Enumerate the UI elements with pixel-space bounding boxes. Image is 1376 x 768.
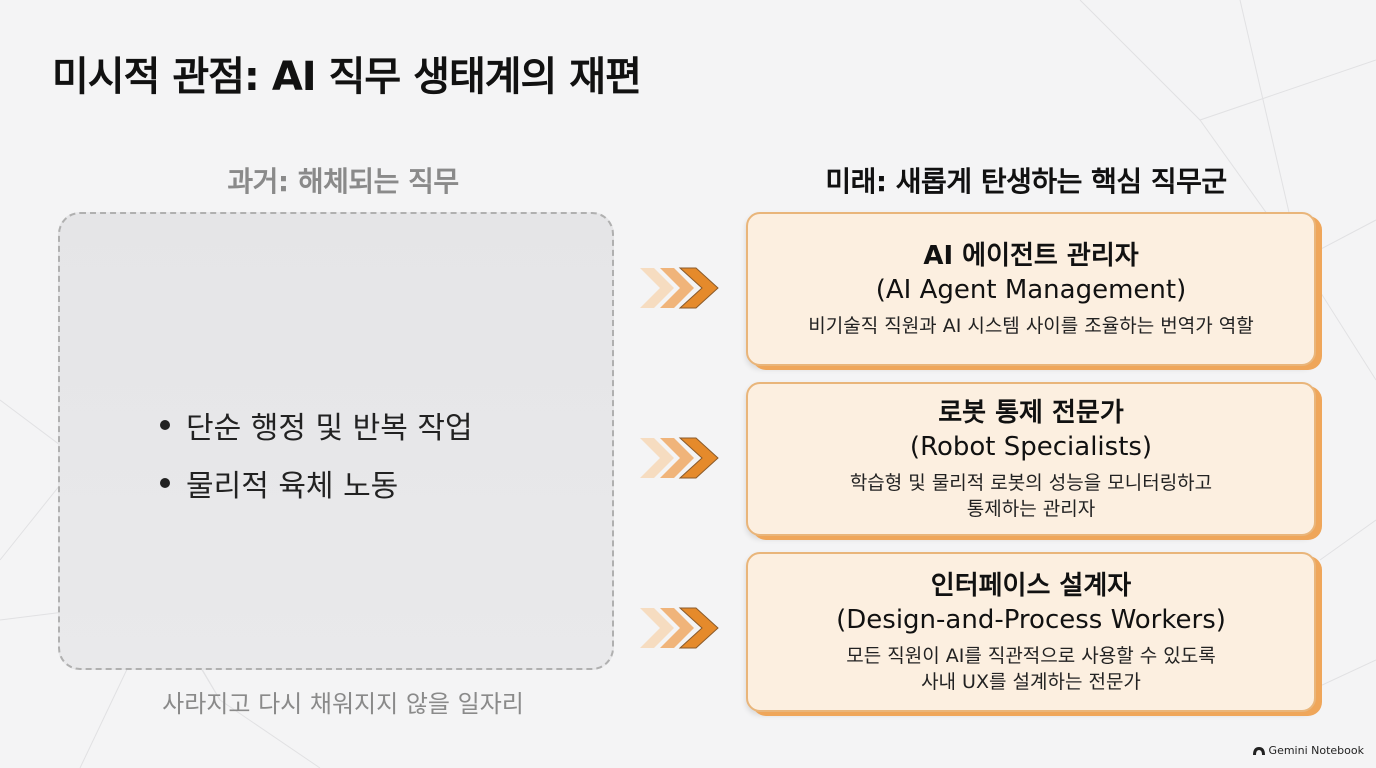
past-item-label: 물리적 육체 노동 [186, 469, 399, 504]
chevron-arrow-icon [640, 437, 719, 479]
brand-label: Gemini Notebook [1268, 744, 1364, 757]
bullet-icon [160, 420, 170, 430]
list-item: 단순 행정 및 반복 작업 [160, 396, 473, 454]
card-subtitle: (Robot Specialists) [909, 432, 1153, 462]
brand-watermark: Gemini Notebook [1252, 744, 1364, 757]
past-jobs-list: 단순 행정 및 반복 작업 물리적 육체 노동 [160, 396, 473, 512]
future-job-card: AI 에이전트 관리자 (AI Agent Management) 비기술직 직… [746, 212, 1316, 366]
past-item-label: 단순 행정 및 반복 작업 [186, 411, 473, 446]
past-caption: 사라지고 다시 채워지지 않을 일자리 [162, 690, 524, 718]
future-heading: 미래: 새롭게 탄생하는 핵심 직무군 [825, 165, 1227, 198]
past-jobs-box [58, 212, 614, 670]
page-title: 미시적 관점: AI 직무 생태계의 재편 [52, 54, 642, 100]
future-job-card: 로봇 통제 전문가 (Robot Specialists) 학습형 및 물리적 … [746, 382, 1316, 536]
list-item: 물리적 육체 노동 [160, 454, 473, 512]
card-title: 로봇 통제 전문가 [938, 398, 1124, 428]
future-job-card: 인터페이스 설계자 (Design-and-Process Workers) 모… [746, 552, 1316, 712]
card-subtitle: (Design-and-Process Workers) [836, 605, 1226, 635]
card-description: 학습형 및 물리적 로봇의 성능을 모니터링하고 통제하는 관리자 [849, 472, 1213, 520]
card-title: AI 에이전트 관리자 [923, 241, 1139, 271]
chevron-arrow-icon [640, 267, 719, 309]
chevron-arrow-icon [640, 607, 719, 649]
card-title: 인터페이스 설계자 [930, 571, 1132, 601]
card-description: 비기술직 직원과 AI 시스템 사이를 조율하는 번역가 역할 [808, 315, 1254, 337]
notebook-logo-icon [1252, 746, 1265, 755]
past-heading: 과거: 해체되는 직무 [227, 165, 459, 198]
card-description: 모든 직원이 AI를 직관적으로 사용할 수 있도록 사내 UX를 설계하는 전… [846, 645, 1216, 693]
card-subtitle: (AI Agent Management) [875, 275, 1187, 305]
bullet-icon [160, 478, 170, 488]
